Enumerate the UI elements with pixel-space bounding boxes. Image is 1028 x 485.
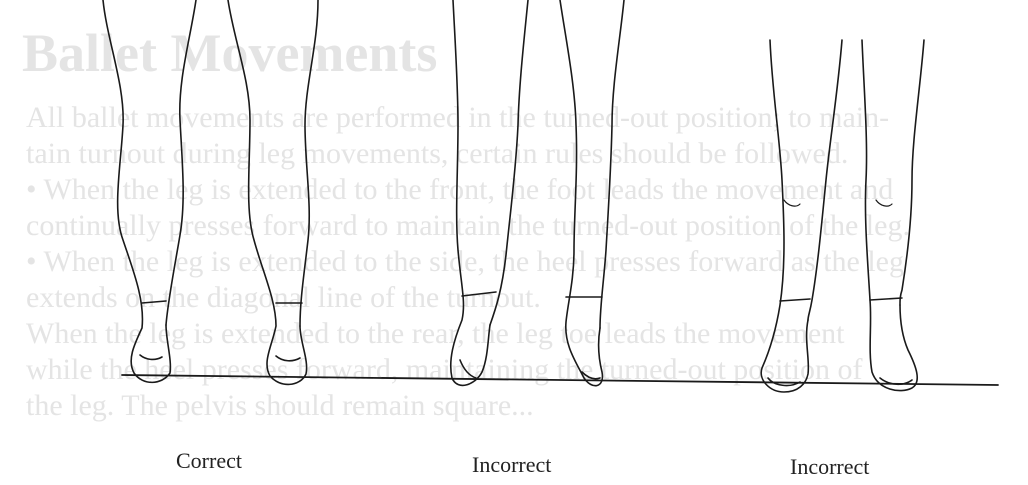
floor-line — [122, 375, 998, 385]
figure-incorrect-1-legs — [451, 0, 624, 386]
left-leg — [451, 0, 528, 385]
sock-cuff — [142, 301, 166, 303]
sock-cuff — [870, 298, 902, 300]
caption-correct: Correct — [176, 448, 242, 474]
knee-crease — [784, 200, 800, 206]
sock-cuff — [462, 292, 496, 296]
sock-cuff — [780, 299, 810, 301]
right-leg — [228, 0, 318, 384]
caption-incorrect-2: Incorrect — [790, 454, 869, 480]
figure-incorrect-2-legs — [761, 40, 924, 392]
left-leg — [761, 40, 842, 392]
left-leg — [103, 0, 196, 382]
figure-correct-legs — [103, 0, 318, 384]
caption-incorrect-1: Incorrect — [472, 452, 551, 478]
right-leg — [560, 0, 624, 386]
right-leg — [862, 40, 924, 391]
knee-crease — [876, 200, 892, 206]
